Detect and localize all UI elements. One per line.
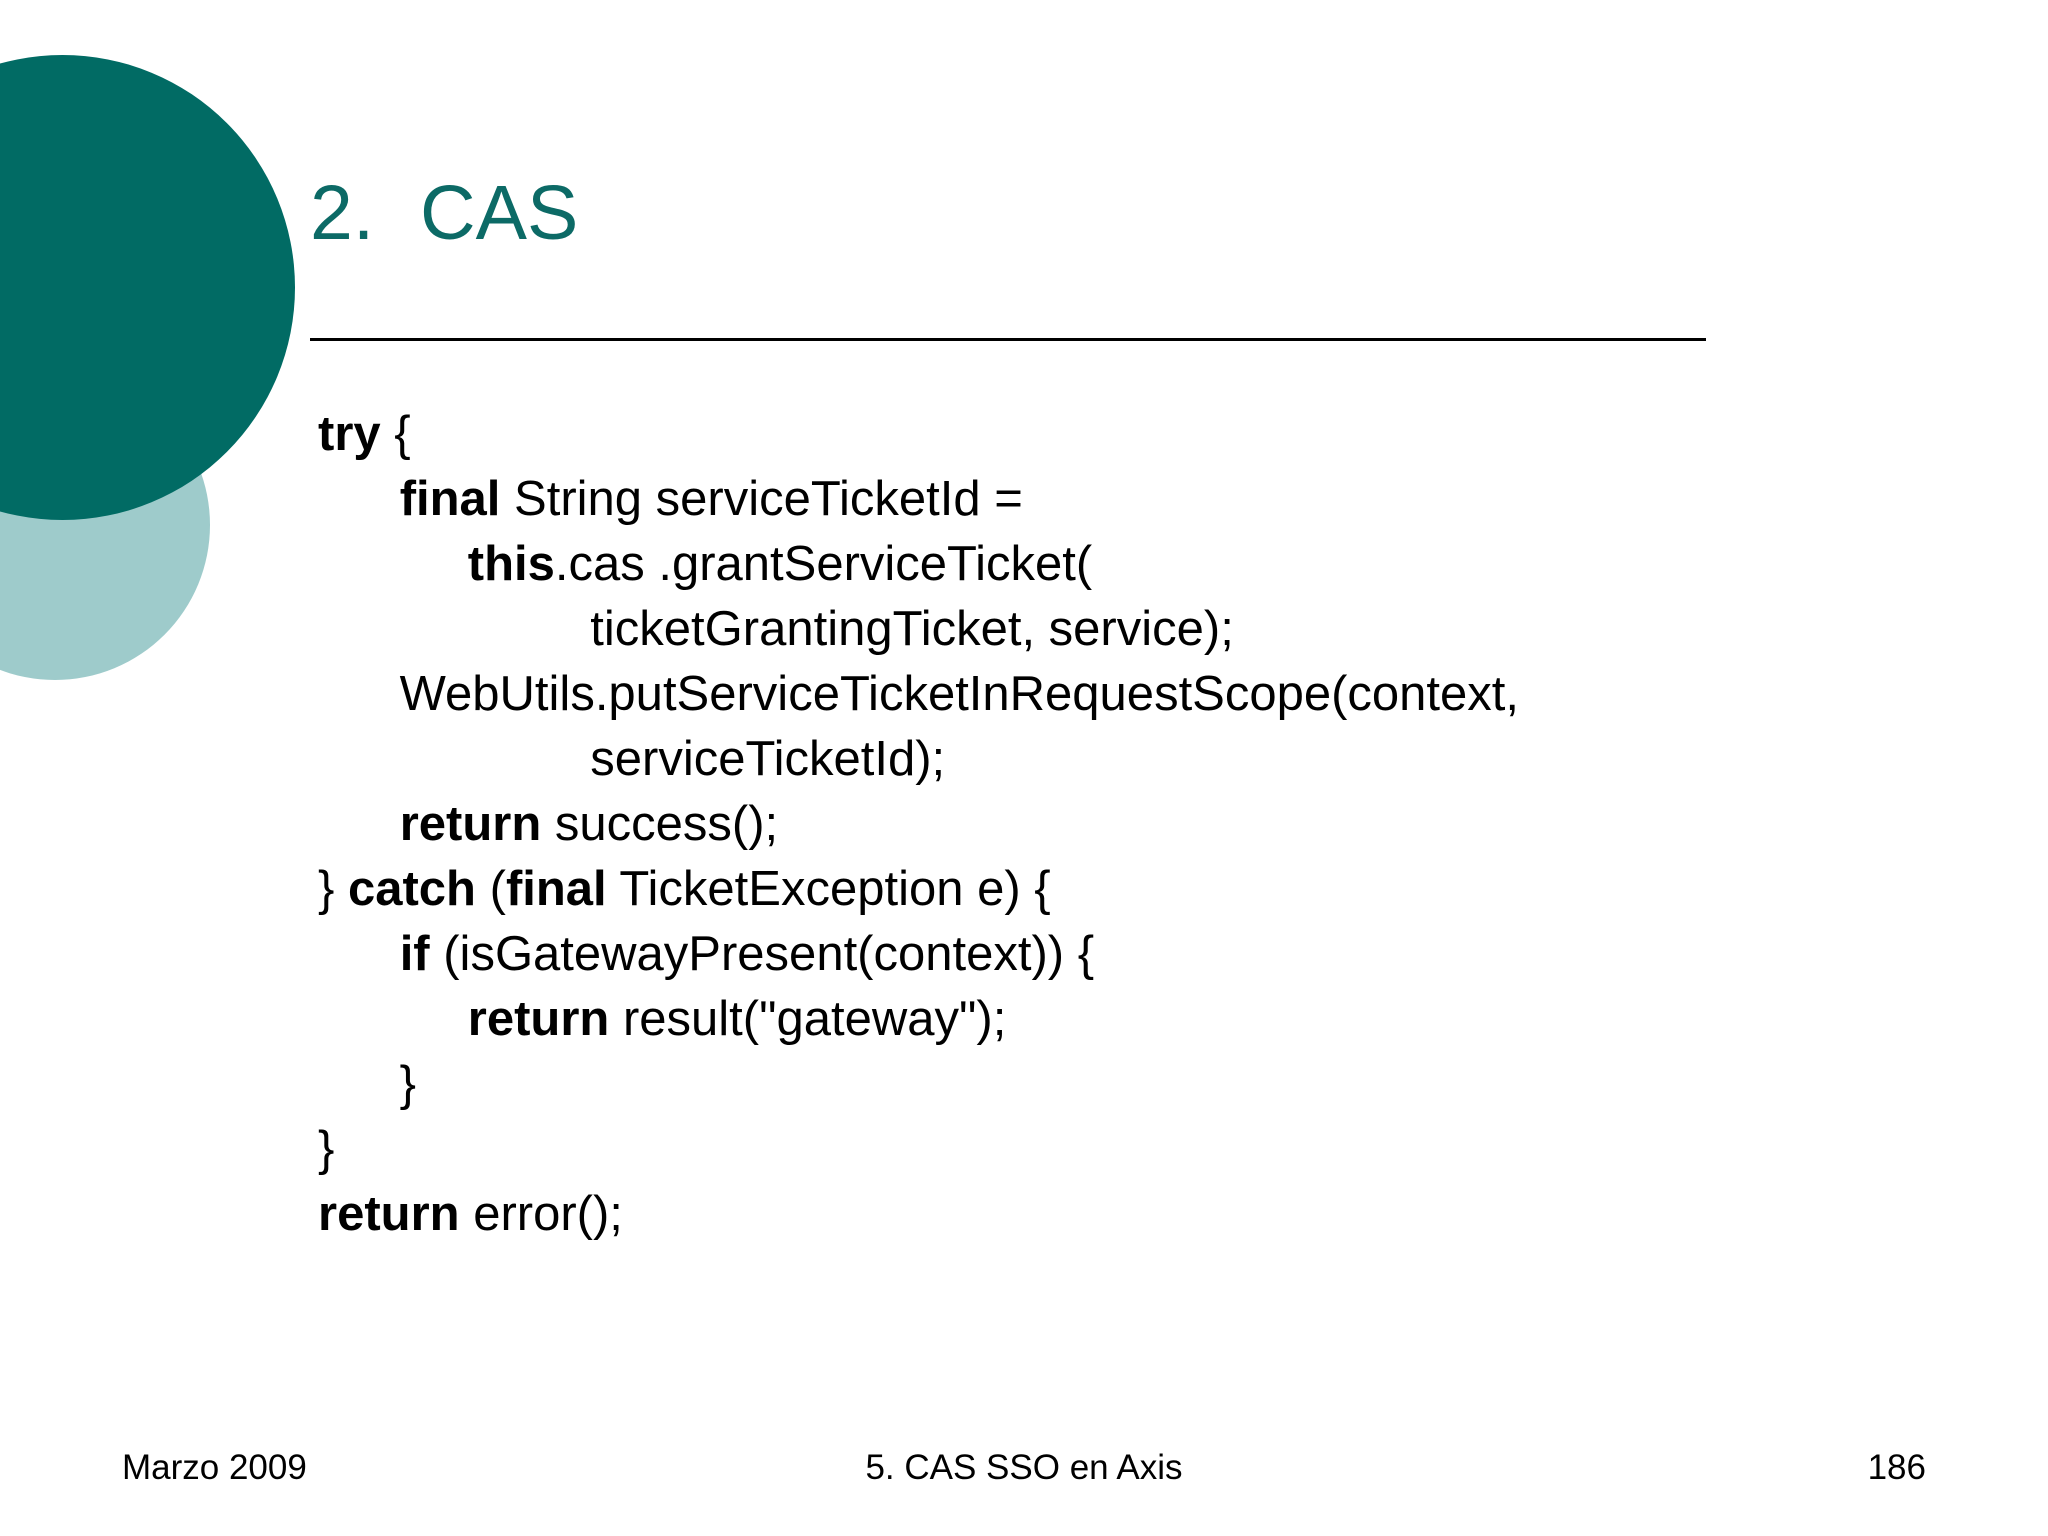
code-line: ticketGrantingTicket, service); [318, 597, 1938, 662]
code-text: { [380, 407, 411, 461]
code-text: .cas .grantServiceTicket( [554, 537, 1093, 591]
code-line: serviceTicketId); [318, 727, 1938, 792]
code-text: } [318, 862, 348, 916]
footer-section: 5. CAS SSO en Axis [865, 1448, 1183, 1487]
slide-title: 2. CAS [310, 175, 1710, 252]
code-line: WebUtils.putServiceTicketInRequestScope(… [318, 662, 1938, 727]
code-text: String serviceTicketId = [500, 472, 1023, 526]
decorative-circle-dark [0, 55, 295, 520]
code-text [318, 992, 468, 1046]
code-text: error(); [459, 1187, 623, 1241]
code-keyword: return [318, 1187, 460, 1241]
code-text: success(); [541, 797, 779, 851]
code-line: return error(); [318, 1182, 1938, 1247]
code-line: return result("gateway"); [318, 987, 1938, 1052]
code-line: } [318, 1052, 1938, 1117]
code-text: } [318, 1057, 417, 1111]
code-text: (isGatewayPresent(context)) { [429, 927, 1095, 981]
code-text [318, 537, 468, 591]
code-line: } [318, 1117, 1938, 1182]
code-text: ( [476, 862, 506, 916]
code-keyword: final [399, 472, 501, 526]
code-keyword: catch [347, 862, 476, 916]
code-line: if (isGatewayPresent(context)) { [318, 922, 1938, 987]
code-keyword: try [318, 407, 381, 461]
code-text [318, 797, 400, 851]
code-line: final String serviceTicketId = [318, 467, 1938, 532]
footer-date: Marzo 2009 [122, 1448, 307, 1487]
code-text: WebUtils.putServiceTicketInRequestScope(… [318, 667, 1520, 721]
code-text: serviceTicketId); [318, 732, 946, 786]
code-keyword: final [505, 862, 607, 916]
code-line: this.cas .grantServiceTicket( [318, 532, 1938, 597]
code-text: } [318, 1122, 335, 1176]
code-text [318, 927, 400, 981]
code-keyword: if [399, 927, 430, 981]
code-text: TicketException e) { [606, 862, 1051, 916]
code-line: try { [318, 402, 1938, 467]
code-text: ticketGrantingTicket, service); [318, 602, 1234, 656]
title-number: 2. [310, 170, 375, 256]
code-keyword: this [467, 537, 555, 591]
code-text: result("gateway"); [609, 992, 1007, 1046]
code-line: return success(); [318, 792, 1938, 857]
code-block: try { final String serviceTicketId = thi… [318, 402, 1938, 1247]
code-text [318, 472, 400, 526]
slide-footer: Marzo 2009 5. CAS SSO en Axis 186 [0, 1448, 2048, 1508]
title-divider [310, 338, 1706, 341]
code-keyword: return [399, 797, 542, 851]
title-text: CAS [420, 170, 579, 256]
footer-page-number: 186 [1867, 1448, 1926, 1487]
code-line: } catch (final TicketException e) { [318, 857, 1938, 922]
code-keyword: return [467, 992, 610, 1046]
